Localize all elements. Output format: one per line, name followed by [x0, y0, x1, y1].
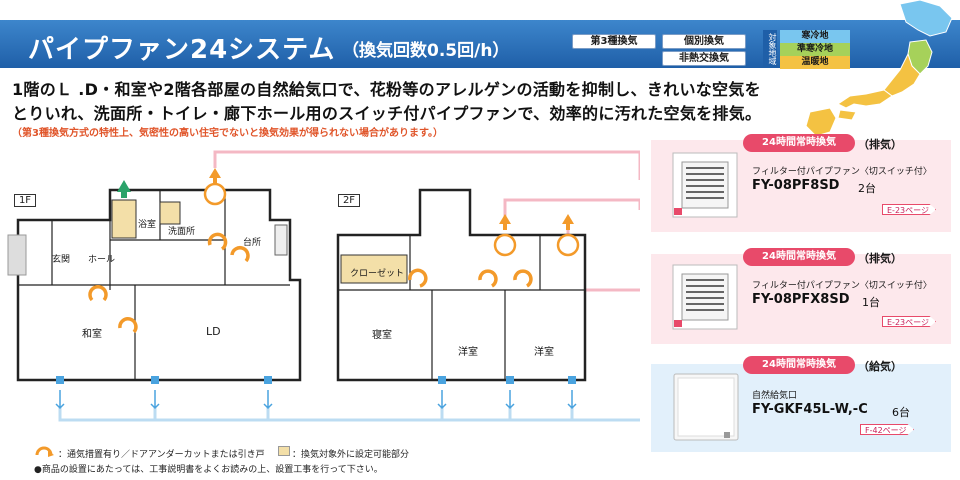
exhaust-fan-icon: [203, 182, 580, 257]
product-3-page-link[interactable]: F-42ページ: [860, 424, 914, 435]
air-inlet-icon: [673, 373, 739, 441]
japan-region-map: [805, 0, 953, 137]
description-line-1: 1階のＬ .D・和室や2階各部屋の自然給気口で、花粉等のアレルゲンの活動を抑制し…: [12, 80, 761, 99]
product-2-badge: 24時間常時換気: [743, 248, 855, 266]
product-1-page-link[interactable]: E-23ページ: [882, 204, 936, 215]
region-label: 対象地域: [763, 30, 777, 68]
airflow-arrows: [88, 232, 533, 334]
room-entrance: 玄関: [52, 255, 71, 265]
floor-label-2f: 2F: [338, 194, 360, 207]
region-semi-cold: 準寒冷地: [780, 43, 850, 56]
room-closet: クローゼット: [350, 269, 405, 279]
product-3-qty: 6台: [892, 406, 910, 419]
product-1-type: （排気）: [858, 138, 902, 151]
room-bath: 浴室: [138, 220, 157, 230]
product-2-type: （排気）: [858, 252, 902, 265]
connector-lines-supply: [58, 406, 640, 422]
product-3-type: （給気）: [858, 360, 902, 373]
exhaust-arrow-icon: [209, 168, 574, 230]
region-warm: 温暖地: [780, 56, 850, 69]
room-western-1: 洋室: [458, 347, 478, 358]
page-subtitle: （換気回数0.5回/h）: [342, 41, 510, 61]
product-3-model: FY-GKF45L-W,-C: [752, 402, 868, 417]
region-cold: 寒冷地: [780, 30, 850, 43]
airflow-arrow-icon: [35, 446, 54, 457]
description-note: （第3種換気方式の特性上、気密性の高い住宅でないと換気効果が得られない場合があり…: [12, 128, 443, 139]
room-hall: ホール: [88, 255, 116, 265]
pipe-fan-icon: [672, 264, 738, 330]
legend-beige-box: [278, 446, 290, 456]
product-1-name: フィルター付パイプファン〈切スイッチ付〉: [752, 167, 932, 177]
product-2-model: FY-08PFX8SD: [752, 292, 850, 307]
product-3-name: 自然給気口: [752, 391, 798, 401]
room-western-2: 洋室: [534, 347, 554, 358]
plan-2f-walls: [336, 188, 587, 382]
tag-ventilation-type: 第3種換気: [572, 34, 656, 49]
legend-box-text: ：換気対象外に設定可能部分: [292, 450, 410, 460]
tag-individual: 個別換気: [662, 34, 746, 49]
product-1-badge: 24時間常時換気: [743, 134, 855, 152]
floor-plan: [7, 150, 640, 422]
bath-area: [111, 199, 137, 239]
product-2-name: フィルター付パイプファン〈切スイッチ付〉: [752, 281, 932, 291]
room-washroom: 洗面所: [168, 227, 196, 237]
room-bedroom: 寝室: [372, 330, 392, 341]
floor-label-1f: 1F: [14, 194, 36, 207]
room-kitchen: 台所: [243, 238, 262, 248]
legend-footnote: ●商品の設置にあたっては、工事説明書をよくお読みの上、設置工事を行って下さい。: [34, 465, 383, 475]
bath-exhaust-arrow-icon: [117, 180, 131, 198]
legend-arrow-text: ：通気措置有り／ドアアンダーカットまたは引き戸: [58, 450, 265, 460]
product-3-badge: 24時間常時換気: [743, 356, 855, 374]
product-2-qty: 1台: [862, 296, 880, 309]
room-japanese: 和室: [82, 329, 102, 340]
product-2-page-link[interactable]: E-23ページ: [882, 316, 936, 327]
pipe-fan-icon: [672, 152, 738, 218]
product-1-qty: 2台: [858, 182, 876, 195]
room-ld: LD: [206, 325, 221, 338]
product-1-model: FY-08PF8SD: [752, 178, 840, 193]
closet-area: [340, 254, 408, 284]
air-inlet-icon: [56, 376, 576, 384]
tag-non-exchange: 非熱交換気: [662, 51, 746, 66]
page-title: パイプファン24システム: [28, 35, 336, 65]
description-line-2: とりいれ、洗面所・トイレ・廊下ホール用のスイッチ付パイプファンで、効率的に汚れた…: [12, 104, 762, 123]
